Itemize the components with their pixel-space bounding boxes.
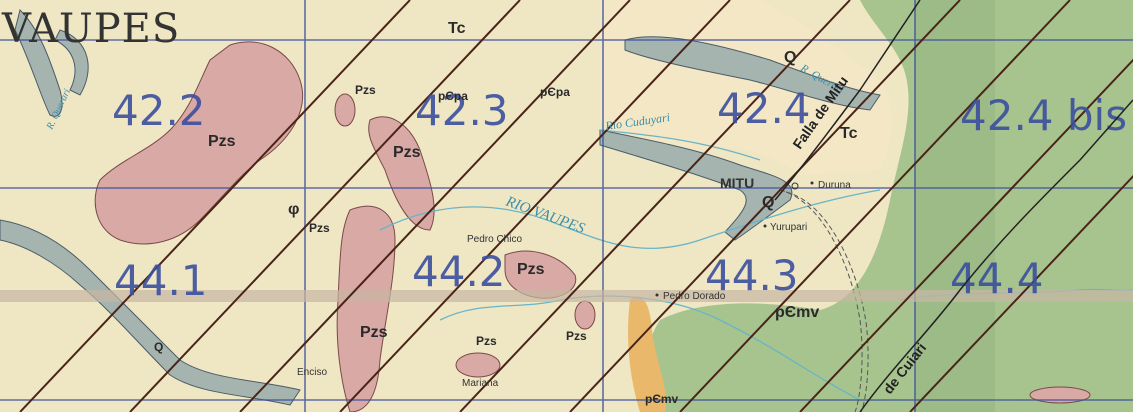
geo-pzs-south: Pzs	[360, 324, 388, 341]
hatch-line	[569, 0, 961, 412]
geo-pzs-small-1: Pzs	[355, 83, 376, 97]
river-vaupes-line	[379, 189, 881, 250]
q-alluvium-curve	[54, 29, 89, 96]
green-unit-region	[648, 0, 1133, 412]
sheet-number-44-4: 44.4	[950, 254, 1044, 303]
fold-band	[0, 290, 1133, 302]
geo-q-north: Q	[784, 49, 796, 66]
mitu-boundary-dashed-2	[785, 191, 869, 412]
q-alluvium-northwest	[14, 9, 63, 117]
geo-pzs-small-3: Pzs	[476, 334, 497, 348]
pedro-dorado-marker	[655, 293, 659, 297]
q-alluvium-west	[0, 219, 301, 406]
q-alluvium-north	[624, 36, 881, 111]
pzs-region-center	[368, 116, 435, 231]
sheet-number-42-4: 42.4	[717, 84, 811, 133]
mitu-marker	[791, 182, 799, 190]
duruna-marker	[810, 181, 814, 185]
pzs-small-2	[455, 352, 501, 378]
hatch-lines	[19, 0, 1133, 412]
sheet-number-42-3: 42.3	[415, 86, 509, 135]
fault-lines	[774, 0, 1133, 412]
place-pedro-dorado: Pedro Dorado	[663, 291, 726, 302]
place-yurupari: Yurupari	[770, 222, 807, 233]
pzs-region-large	[94, 41, 304, 245]
sheet-number-42-2: 42.2	[112, 86, 206, 135]
geo-tc-north: Tc	[448, 20, 466, 37]
hatch-line	[459, 0, 851, 412]
hatch-line	[19, 0, 411, 412]
orange-unit-region	[628, 296, 667, 412]
yurupari-marker	[763, 224, 767, 228]
geo-phi: φ	[288, 201, 299, 218]
hatch-line	[679, 0, 1071, 412]
region-label: VAUPES	[1, 6, 180, 52]
sheet-number-42-4-bis: 42.4 bis	[960, 91, 1127, 140]
pzs-small-1	[334, 93, 356, 127]
geo-pepa-1: pЄpa	[438, 89, 468, 103]
green-band	[915, 0, 995, 412]
geo-pepa-2: pЄpa	[540, 85, 570, 99]
geo-pzs-pedro: Pzs	[517, 261, 545, 278]
place-enciso: Enciso	[297, 367, 327, 378]
mitu-boundary-dashed	[779, 189, 863, 412]
geo-pzs-center: Pzs	[393, 144, 421, 161]
river-cuduyari-line	[599, 129, 761, 161]
q-alluvium-mitu	[599, 129, 793, 241]
hatch-line	[339, 0, 731, 412]
hatch-line	[129, 0, 521, 412]
sheet-number-44-1: 44.1	[114, 256, 208, 305]
hatch-line	[239, 0, 631, 412]
sheet-number-44-3: 44.3	[705, 251, 799, 300]
geo-q-west: Q	[154, 340, 163, 354]
geo-pzs-small-4: Pzs	[566, 329, 587, 343]
sheet-number-44-2: 44.2	[412, 247, 506, 296]
geo-tc-east: Tc	[840, 125, 858, 142]
geo-pzs-west: Pzs	[208, 133, 236, 150]
geo-pzs-small-2: Pzs	[309, 221, 330, 235]
place-pedro-chico: Pedro Chico	[467, 234, 522, 245]
geo-pemv-south: pЄmv	[645, 392, 679, 406]
pzs-small-3	[574, 300, 596, 330]
place-duruna: Duruna	[818, 180, 851, 191]
hatch-line	[799, 58, 1133, 412]
place-mitu: MITU	[720, 175, 754, 191]
geo-q-mitu: Q	[762, 194, 774, 211]
geo-pemv: pЄmv	[775, 304, 819, 321]
pzs-small-4	[1029, 386, 1091, 404]
place-mariana: Mariana	[462, 378, 499, 389]
hatch-line	[909, 174, 1133, 412]
